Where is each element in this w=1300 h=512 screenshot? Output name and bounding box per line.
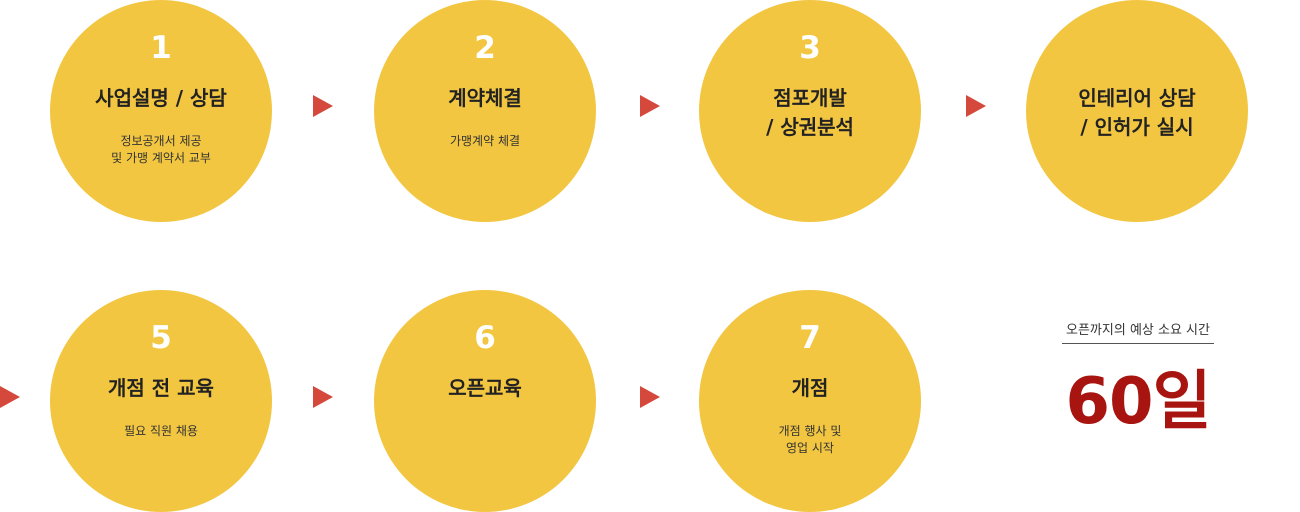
step-title: 오픈교육 bbox=[448, 376, 522, 400]
summary-label: 오픈까지의 예상 소요 시간 bbox=[1062, 321, 1214, 344]
arrow-icon bbox=[313, 95, 333, 117]
arrow-icon bbox=[640, 386, 660, 408]
step-title: 개점 bbox=[791, 376, 829, 400]
step-number: 1 bbox=[150, 30, 172, 66]
step-description: 필요 직원 채용 bbox=[124, 424, 198, 438]
step-5: 5 개점 전 교육 필요 직원 채용 bbox=[50, 290, 272, 512]
step-2: 2 계약체결 가맹계약 체결 bbox=[374, 0, 596, 222]
step-title: 개점 전 교육 bbox=[108, 376, 214, 400]
step-title: 계약체결 bbox=[448, 86, 522, 110]
step-description: 가맹계약 체결 bbox=[449, 134, 521, 148]
step-title: 인테리어 상담 / 인허가 실시 bbox=[1078, 86, 1196, 139]
step-title: 점포개발 / 상권분석 bbox=[766, 86, 854, 139]
summary-value: 60일 bbox=[1065, 365, 1212, 439]
arrow-icon bbox=[640, 95, 660, 117]
step-4: 인테리어 상담 / 인허가 실시 bbox=[1026, 0, 1248, 222]
step-6: 6 오픈교육 bbox=[374, 290, 596, 512]
step-number: 2 bbox=[474, 30, 496, 66]
step-number: 5 bbox=[150, 320, 172, 356]
step-number: 7 bbox=[799, 320, 821, 356]
step-description: 개점 행사 및 영업 시작 bbox=[778, 424, 842, 455]
step-number: 6 bbox=[474, 320, 496, 356]
step-title: 사업설명 / 상담 bbox=[95, 86, 227, 110]
arrow-icon bbox=[0, 386, 20, 408]
step-number: 3 bbox=[799, 30, 821, 66]
step-description: 정보공개서 제공 및 가맹 계약서 교부 bbox=[111, 134, 211, 165]
open-time-summary: 오픈까지의 예상 소요 시간 60일 bbox=[1062, 321, 1214, 440]
arrow-icon bbox=[966, 95, 986, 117]
step-7: 7 개점 개점 행사 및 영업 시작 bbox=[699, 290, 921, 512]
step-3: 3 점포개발 / 상권분석 bbox=[699, 0, 921, 222]
arrow-icon bbox=[313, 386, 333, 408]
step-1: 1 사업설명 / 상담 정보공개서 제공 및 가맹 계약서 교부 bbox=[50, 0, 272, 222]
